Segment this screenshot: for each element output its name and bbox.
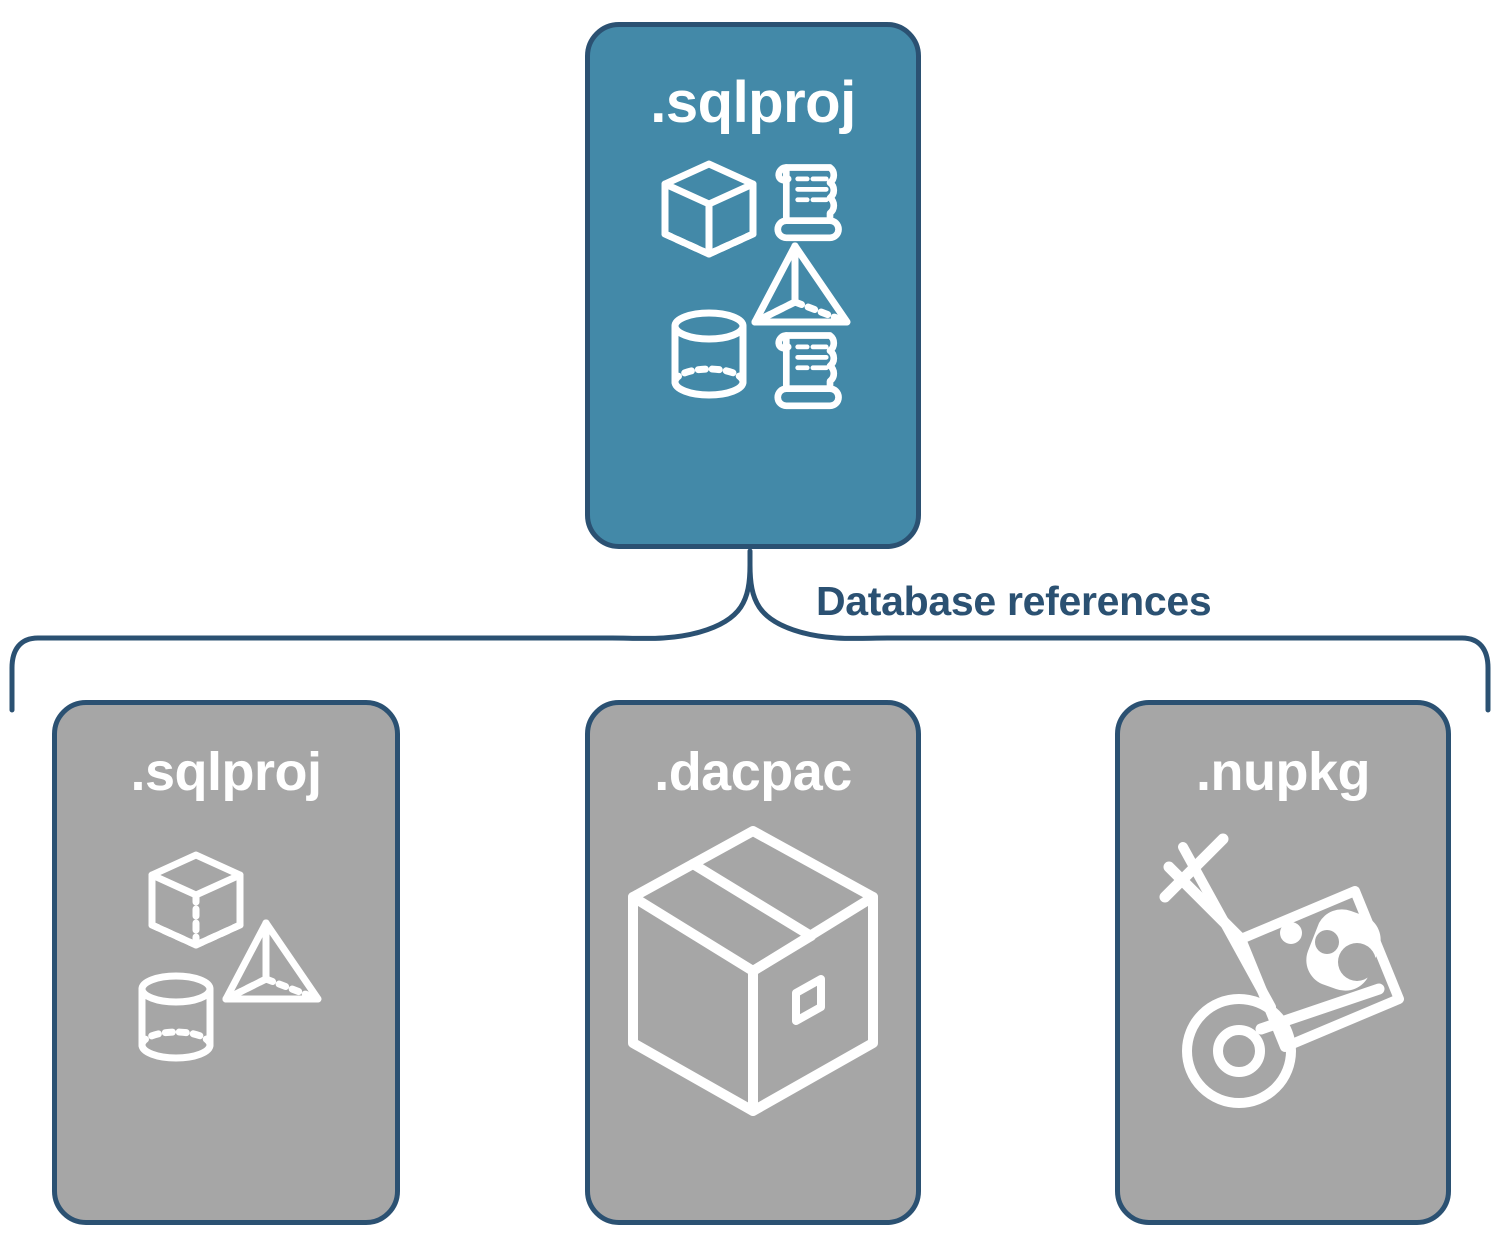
cube-wireframe-icon (661, 160, 757, 258)
connector-label: Database references (816, 578, 1212, 624)
hand-truck-nuget-package-icon (1159, 833, 1404, 1108)
root-icon-group (653, 158, 853, 423)
node-reference-nupkg[interactable]: .nupkg (1115, 700, 1451, 1225)
package-box-icon (628, 826, 878, 1116)
node-nupkg-label: .nupkg (1196, 742, 1370, 802)
scroll-icon-top (774, 164, 842, 242)
dacpac-icon-group (618, 821, 888, 1126)
sqlproj-icon-group (116, 841, 336, 1076)
shapes-and-scrolls-icon (661, 160, 851, 410)
pyramid-wireframe-icon (751, 242, 851, 326)
shapes-icon (138, 851, 322, 1062)
cylinder-wireframe-icon (138, 972, 214, 1062)
cube-wireframe-icon (148, 851, 244, 949)
node-root-label: .sqlproj (650, 70, 856, 135)
node-dacpac-label: .dacpac (654, 742, 852, 802)
nupkg-icon-group (1143, 829, 1423, 1134)
nuget-logo-holes (1315, 930, 1376, 981)
node-root-sqlproj[interactable]: .sqlproj (585, 22, 921, 549)
node-reference-sqlproj[interactable]: .sqlproj (52, 700, 400, 1225)
scroll-icon-bottom (774, 332, 842, 410)
node-sqlproj-label: .sqlproj (130, 742, 322, 802)
cylinder-wireframe-icon (671, 309, 747, 399)
node-reference-dacpac[interactable]: .dacpac (585, 700, 921, 1225)
pyramid-wireframe-icon (222, 919, 322, 1003)
